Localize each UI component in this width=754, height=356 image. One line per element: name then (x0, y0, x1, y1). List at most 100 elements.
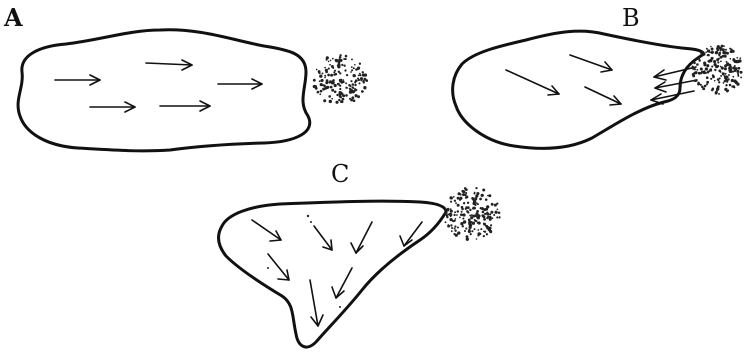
stipple-dot (716, 58, 719, 61)
stipple-dot (349, 98, 351, 100)
stipple-dot (331, 89, 334, 92)
stipple-dot (735, 67, 737, 69)
stipple-dot (455, 234, 458, 237)
stipple-dot (723, 45, 725, 47)
stipple-dot (736, 70, 739, 73)
stipple-dot (465, 228, 467, 230)
stipple-dot (355, 79, 358, 82)
stipple-dot (724, 88, 727, 91)
stipple-dot (737, 74, 739, 76)
stipple-dot (338, 93, 341, 96)
stipple-dot (365, 79, 368, 82)
stipple-dot (316, 69, 318, 71)
stipple-dot (740, 76, 742, 78)
stipple-dot (463, 202, 465, 204)
stipple-dot (350, 71, 352, 73)
stipple-dot (337, 83, 339, 85)
stipple-dot (315, 85, 317, 87)
stipple-dot (480, 228, 482, 230)
stipple-dot (328, 81, 330, 83)
panel-c (219, 187, 501, 347)
stipple-dot (720, 71, 722, 73)
stipple-dot (351, 58, 353, 60)
stipple-dot (486, 217, 488, 219)
stipple-dot (454, 228, 456, 230)
stipple-dot (345, 55, 348, 58)
stipple-dot (715, 51, 718, 54)
stipple-dot (453, 214, 455, 216)
stipple-dot (497, 209, 499, 211)
stipple-dot (353, 99, 356, 102)
stipple-dot (465, 188, 468, 191)
stipple-dot (718, 93, 720, 95)
stipple-dot (457, 204, 460, 207)
stipple-dot (339, 54, 341, 56)
stipple-dot (691, 68, 693, 70)
stipple-dot (706, 48, 708, 50)
stipple-dot (342, 95, 344, 97)
stipple-dot (717, 61, 719, 63)
stipple-dot (333, 74, 335, 76)
stipple-dot (454, 225, 456, 227)
stipple-dot (324, 87, 327, 90)
stipple-dot (321, 79, 324, 82)
stipple-dot (334, 91, 337, 94)
stipple-dot (464, 230, 466, 232)
stipple-dot (705, 67, 708, 70)
stipple-dot (462, 213, 465, 216)
panel-b-cell-outline (453, 31, 704, 148)
stipple-dot (720, 60, 722, 62)
stipple-dot (482, 188, 485, 191)
stipple-dot (331, 98, 333, 100)
stipple-dot (340, 59, 343, 62)
stipple-dot (486, 212, 489, 215)
stipple-dot (362, 91, 364, 93)
stipple-dot (328, 68, 330, 70)
stipple-dot (476, 192, 479, 195)
stipple-dot (330, 86, 333, 89)
stipple-dot (320, 83, 323, 86)
stipple-dot (715, 92, 718, 95)
stipple-dot (488, 194, 491, 197)
stipple-dot (705, 72, 707, 74)
stipple-dot (319, 75, 322, 78)
stipple-dot (712, 88, 715, 91)
stipple-dot (477, 235, 479, 237)
stipple-dot (480, 207, 482, 209)
stipple-dot (700, 84, 702, 86)
stipple-dot (482, 215, 485, 218)
stipple-dot (457, 226, 459, 228)
stipple-dot (707, 54, 710, 57)
stipple-dot (359, 73, 361, 75)
stipple-dot (711, 51, 714, 54)
stipple-dot (725, 84, 727, 86)
stipple-dot (339, 72, 341, 74)
stipple-dot (491, 203, 494, 206)
stipple-dot (465, 192, 467, 194)
stipple-dot (360, 80, 362, 82)
stipple-dot (462, 218, 464, 220)
stipple-dot (731, 79, 734, 82)
stipple-dot (468, 230, 471, 233)
stipple-dot (459, 199, 461, 201)
stipple-dot (732, 76, 734, 78)
stipple-dot (736, 57, 738, 59)
stipple-dot (498, 211, 501, 214)
stipple-dot (461, 211, 463, 213)
stipple-dot (320, 90, 323, 93)
stipple-dot (446, 209, 449, 212)
stipple-dot (454, 211, 456, 213)
stipple-dot (476, 210, 479, 213)
stipple-dot (324, 75, 326, 77)
stipple-dot (723, 82, 725, 84)
stipple-dot (729, 48, 731, 50)
stipple-dot (457, 210, 459, 212)
stipple-dot (704, 85, 707, 88)
stipple-dot (740, 71, 743, 74)
stipple-dot (706, 81, 709, 84)
stipple-dot (315, 87, 318, 90)
stipple-dot (454, 200, 456, 202)
stipple-dot (477, 203, 479, 205)
stipple-dot (342, 79, 344, 81)
stipple-dot (733, 86, 735, 88)
